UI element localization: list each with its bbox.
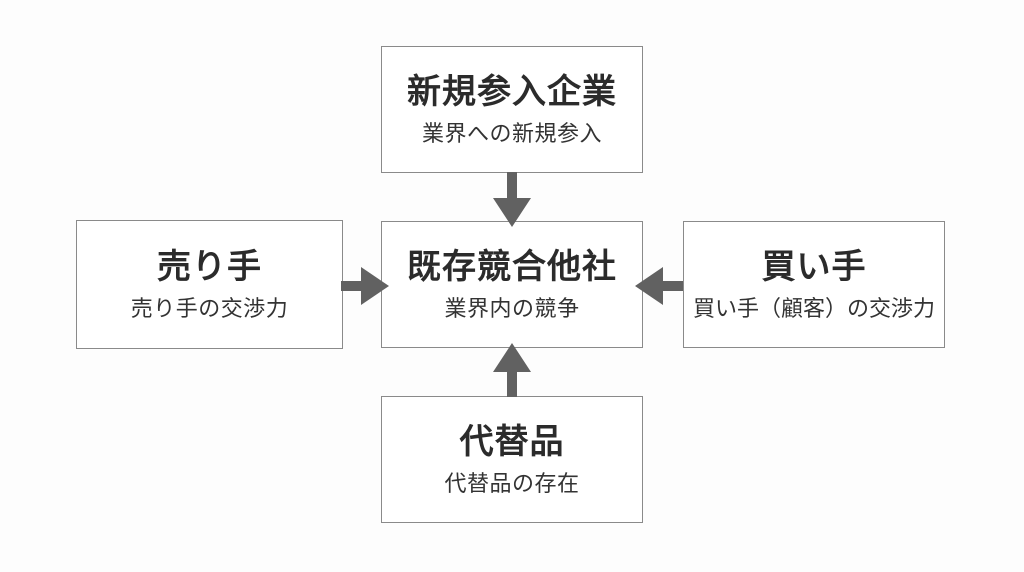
arrow-up-icon [493,343,531,397]
box-substitutes-title: 代替品 [459,422,565,461]
box-rivalry: 既存競合他社 業界内の競争 [381,221,643,348]
arrow-down-icon [493,172,531,227]
box-suppliers: 売り手 売り手の交渉力 [76,220,343,349]
box-substitutes-subtitle: 代替品の存在 [444,470,580,496]
box-suppliers-subtitle: 売り手の交渉力 [130,295,289,321]
box-rivalry-title: 既存競合他社 [407,247,617,286]
box-buyers: 買い手 買い手（顧客）の交渉力 [683,221,945,348]
box-suppliers-title: 売り手 [157,247,262,286]
box-substitutes: 代替品 代替品の存在 [381,396,643,523]
box-new-entrants: 新規参入企業 業界への新規参入 [381,46,643,173]
box-buyers-title: 買い手 [761,247,867,286]
box-new-entrants-title: 新規参入企業 [407,72,617,111]
box-rivalry-subtitle: 業界内の競争 [444,295,580,321]
box-buyers-subtitle: 買い手（顧客）の交渉力 [692,295,935,321]
box-new-entrants-subtitle: 業界への新規参入 [421,120,602,146]
